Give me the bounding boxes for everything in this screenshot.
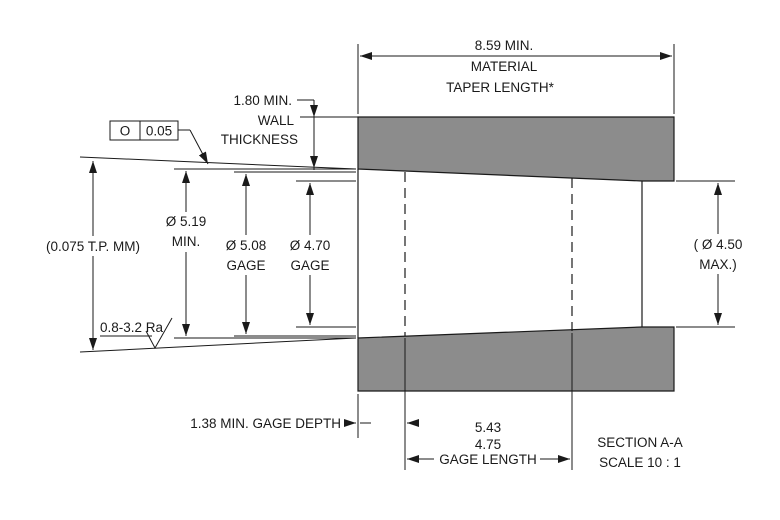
dia-470-label-1: Ø 4.70 (290, 238, 331, 253)
dia-519-label-2: MIN. (172, 234, 201, 249)
dia-508-label-1: Ø 5.08 (226, 238, 267, 253)
dia-470-label-bg (282, 235, 338, 275)
gage-length-label-2: 4.75 (475, 437, 501, 452)
wall-thickness-label-2: WALL (258, 113, 295, 128)
wall-thickness-label-3: THICKNESS (221, 132, 298, 147)
dia-450-label-2: MAX.) (699, 257, 737, 272)
dia-450-label-bg (684, 234, 754, 274)
tp-mm-label-bg (50, 236, 138, 256)
dia-508-label-bg (220, 235, 274, 275)
gage-length-label-3: GAGE LENGTH (439, 452, 537, 467)
taper-length-label-2: MATERIAL (471, 59, 538, 74)
tolerance-symbol: O (120, 124, 131, 139)
gage-length-label-1: 5.43 (475, 420, 501, 435)
wall-thickness-label-1: 1.80 MIN. (233, 93, 292, 108)
roughness-check-symbol (145, 317, 173, 350)
taper-length-label-3: TAPER LENGTH* (446, 80, 555, 95)
roughness-label: 0.8-3.2 Ra (100, 320, 164, 335)
lower-wall-section (357, 326, 675, 392)
gage-depth-label: 1.38 MIN. GAGE DEPTH (190, 416, 341, 431)
tolerance-value: 0.05 (146, 124, 172, 139)
dia-470-label-2: GAGE (290, 258, 329, 273)
dia-519-label-bg (158, 212, 214, 252)
tolerance-leader-diagonal (189, 129, 209, 165)
dia-519-label-1: Ø 5.19 (166, 214, 207, 229)
section-title: SECTION A-A (597, 435, 683, 450)
upper-wall-section (357, 116, 675, 182)
section-scale: SCALE 10 : 1 (599, 455, 681, 470)
taper-extension-upper (79, 156, 357, 170)
gage-length-label-bg (434, 447, 540, 467)
dia-508-label-2: GAGE (226, 258, 265, 273)
taper-length-label-1: 8.59 MIN. (475, 38, 534, 53)
tp-mm-label: (0.075 T.P. MM) (46, 239, 140, 254)
taper-extension-lower (79, 337, 357, 353)
dia-450-label-1: ( Ø 4.50 (694, 237, 743, 252)
